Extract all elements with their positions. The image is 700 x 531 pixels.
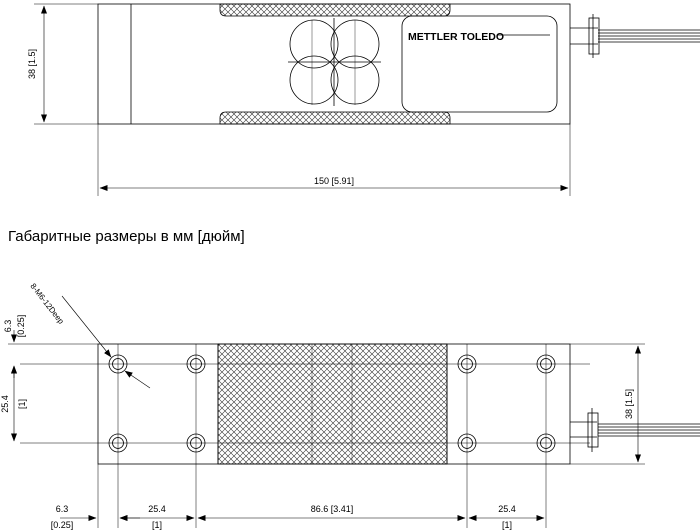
mounting-hole bbox=[457, 433, 477, 453]
bottom-view bbox=[8, 295, 700, 528]
edge-offset-inch: [0.25] bbox=[16, 315, 26, 338]
top-length-label: 150 [5.91] bbox=[314, 176, 354, 186]
thread-leader bbox=[61, 295, 112, 358]
thread-note: 8-M6-12Deep bbox=[28, 282, 66, 327]
lower-recess bbox=[219, 111, 451, 125]
mounting-hole bbox=[536, 354, 556, 374]
hole-pitch-value: 25.4 bbox=[0, 395, 10, 413]
bottom-dim-value: 25.4 bbox=[498, 504, 516, 514]
dimensions-caption: Габаритные размеры в мм [дюйм] bbox=[8, 228, 245, 245]
hatched-gauge-area bbox=[217, 343, 448, 465]
bottom-dim-inch: [0.25] bbox=[51, 520, 74, 530]
bottom-dim-inch: [1] bbox=[502, 520, 512, 530]
bottom-dim-value: 6.3 bbox=[56, 504, 69, 514]
bottom-height-label: 38 [1.5] bbox=[624, 389, 634, 419]
edge-offset-value: 6.3 bbox=[3, 320, 13, 333]
top-view bbox=[34, 3, 700, 196]
mounting-hole bbox=[186, 354, 206, 374]
mounting-hole bbox=[108, 354, 128, 374]
binocular-hole bbox=[288, 18, 381, 106]
hole-pitch-inch: [1] bbox=[17, 399, 27, 409]
mounting-hole bbox=[536, 433, 556, 453]
mounting-hole bbox=[457, 354, 477, 374]
top-height-label: 38 [1.5] bbox=[27, 49, 37, 79]
mounting-hole bbox=[108, 433, 128, 453]
cable bbox=[570, 14, 700, 58]
mounting-hole bbox=[186, 433, 206, 453]
bottom-dim-value: 25.4 bbox=[148, 504, 166, 514]
bottom-cable bbox=[570, 408, 700, 452]
bottom-dim-value: 86.6 [3.41] bbox=[311, 504, 354, 514]
label-plate bbox=[401, 15, 558, 113]
bottom-dim-inch: [1] bbox=[152, 520, 162, 530]
brand-label: METTLER TOLEDO bbox=[408, 31, 504, 43]
upper-recess bbox=[219, 3, 451, 17]
